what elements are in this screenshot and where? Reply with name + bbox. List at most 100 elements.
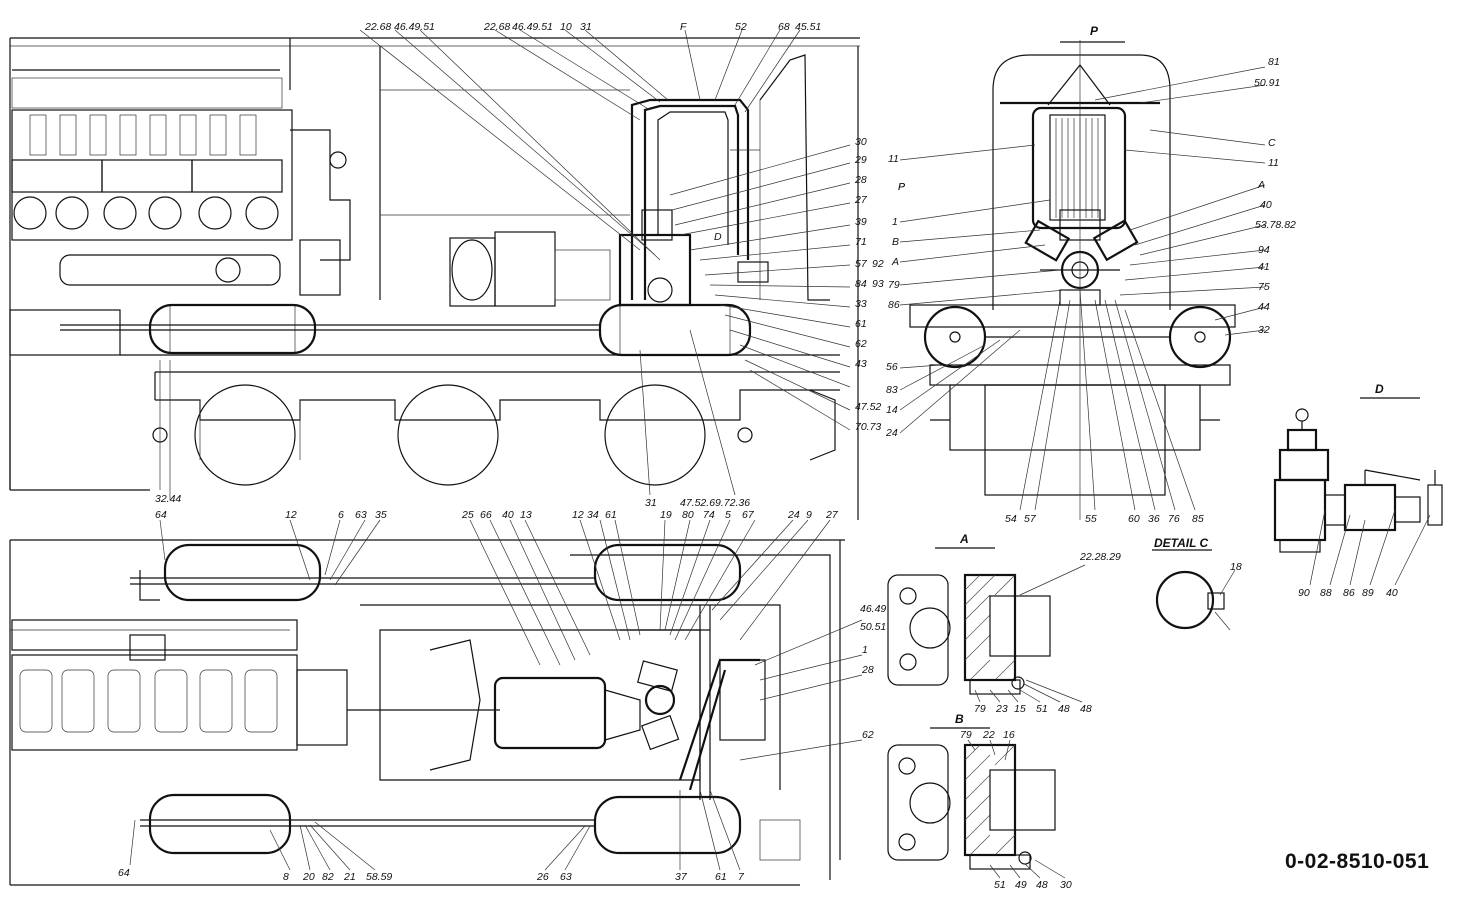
detail-c-label: 18 [1230,561,1242,573]
detail-a-label: 48 [1080,703,1092,715]
side-label: 30 [855,136,867,148]
detail-a-label: 23 [995,703,1008,715]
side-label: 47.52 [855,401,881,413]
side-leader-lines [169,29,851,500]
section-p-label: 14 [886,404,898,416]
section-p-label: 50.91 [1254,77,1280,89]
section-p-label: 83 [886,384,898,396]
plan-label: 61 [605,509,617,521]
plan-label: 5 [725,509,731,521]
plan-label: 64 [155,509,167,521]
section-p-label: 11 [888,153,899,165]
side-label: 43 [855,358,867,370]
engine-plan-cylinders [19,669,278,733]
detail-a-leader-lines [974,564,1086,703]
section-p-label: 32 [1258,324,1270,336]
drawing-number: 0-02-8510-051 [1285,850,1430,873]
detail-a-title: A [959,532,969,546]
plan-label: 80 [682,509,694,521]
side-label: 61 [855,318,867,330]
detail-b-leader-lines [967,739,1066,879]
side-label: 68 [778,21,790,33]
section-p-label: 56 [886,361,898,373]
detail-c-title: DETAIL C [1154,536,1209,550]
engine-cylinder-heads [29,114,257,156]
side-label: 52 [735,21,747,33]
side-label: 31 [645,497,657,509]
side-label: 22.68 [364,21,391,33]
detail-a-label: 79 [974,703,986,715]
plan-label: 37 [675,871,688,883]
plan-label: 58.59 [366,871,392,883]
plan-label: 62 [862,729,874,741]
section-p-title: P [1090,24,1099,38]
section-p-label: 94 [1258,244,1270,256]
side-label: 28 [854,174,867,186]
detail-a-label: 51 [1036,703,1048,715]
plan-label: 25 [461,509,474,521]
radiator-fins [1055,118,1099,218]
plan-label: 6 [338,509,344,521]
plan-label: 9 [806,509,812,521]
section-p-label: 41 [1258,261,1270,273]
view-marker-label: P [898,181,905,193]
plan-label: 13 [520,509,532,521]
plan-label: 20 [302,871,315,883]
side-elevation-view: 22.68 46.49.51 22.68 46.49.51 10 31 F 52… [9,21,905,520]
side-label: 10 [560,21,572,33]
detail-a-label: 22.28.29 [1079,551,1121,563]
detail-c-view: DETAIL C 18 [1152,536,1242,631]
detail-d-label: 89 [1362,587,1374,599]
detail-b-label: 49 [1015,879,1027,891]
detail-b-label: 48 [1036,879,1048,891]
side-label: 22.68 [483,21,510,33]
detail-d-label: 40 [1386,587,1398,599]
detail-a-label: 48 [1058,703,1070,715]
detail-d-label: 86 [1343,587,1355,599]
detail-b-hatching [964,744,1016,856]
section-p-label: 1 [892,216,898,228]
detail-b-label: 51 [994,879,1006,891]
plan-label: 27 [825,509,839,521]
side-label: 31 [580,21,592,33]
detail-d-label: 88 [1320,587,1332,599]
plan-label: 67 [742,509,755,521]
detail-b-view: B 79 22 16 51 49 48 30 [887,712,1072,891]
plan-view: 64 12 6 63 35 25 66 40 13 12 34 61 19 80… [9,509,886,886]
plan-label: 12 [285,509,297,521]
plan-label: 63 [355,509,367,521]
section-p-label: 44 [1258,301,1270,313]
plan-label: 46.49 [860,603,886,615]
plan-label: 61 [715,871,727,883]
detail-a-hatching [964,574,1016,681]
side-label: 92 [872,258,884,270]
plan-label: 50.51 [860,621,886,633]
plan-label: 28 [861,664,874,676]
section-p-label: 86 [888,299,900,311]
view-marker-label: D [714,231,722,243]
section-p-label: 53.78.82 [1255,219,1296,231]
detail-d-view: D 90 88 86 89 40 [1273,382,1443,599]
section-p-leader-lines [899,66,1266,511]
detail-b-title: B [955,712,964,726]
side-label: 27 [854,194,868,206]
side-label: F [680,21,687,33]
side-label: 33 [855,298,867,310]
plan-label: 74 [703,509,715,521]
section-p-label: 76 [1168,513,1180,525]
detail-b-label: 16 [1003,729,1015,741]
side-label: 71 [855,236,867,248]
detail-a-view: A 22.28.29 79 23 15 51 48 48 [887,532,1121,715]
detail-b-label: 30 [1060,879,1072,891]
section-p-label: P [898,181,905,193]
section-p-label: 54 [1005,513,1017,525]
detail-b-label: 79 [960,729,972,741]
side-label: 46.49.51 [394,21,435,33]
plan-label: 8 [283,871,289,883]
section-p-label: C [1268,137,1276,149]
detail-d-leader-lines [1309,509,1431,586]
side-label: 46.49.51 [512,21,553,33]
plan-label: 82 [322,871,334,883]
